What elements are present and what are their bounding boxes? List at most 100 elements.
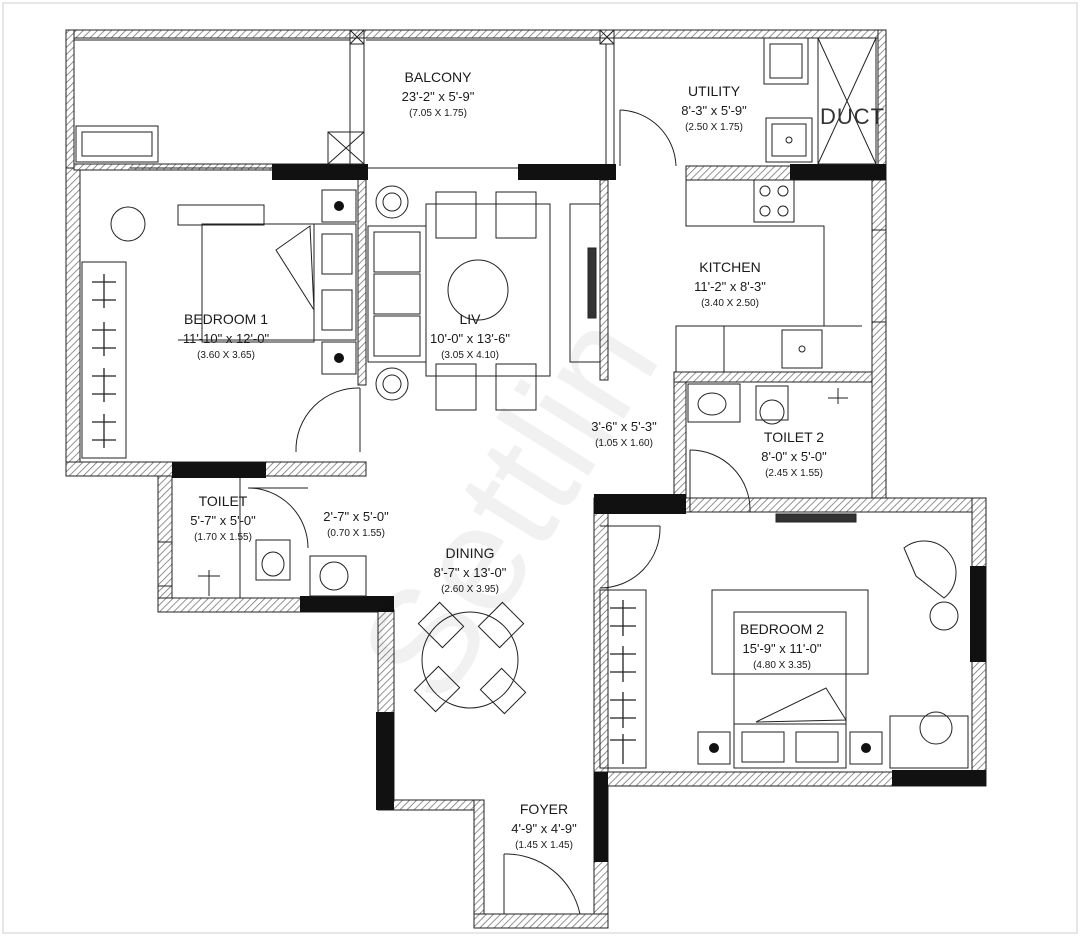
- room-name: BEDROOM 2: [739, 621, 824, 637]
- duct-x2: [817, 37, 877, 165]
- hanger-1: [92, 274, 116, 308]
- room-name: TOILET: [198, 493, 248, 509]
- room-name: UTILITY: [687, 83, 741, 99]
- room-label-toilet: TOILET 5'-7" x 5'-0" (1.70 X 1.55): [178, 494, 268, 543]
- bedroom2-headboard: [711, 589, 869, 675]
- room-label-living: LIV 10'-0" x 13'-6" (3.05 X 4.10): [420, 312, 520, 361]
- bedroom1-pillow-1: [321, 233, 353, 275]
- room-label-utility: UTILITY 8'-3" x 5'-9" (2.50 X 1.75): [664, 84, 764, 133]
- room-label-dining: DINING 8'-7" x 13'-0" (2.60 X 3.95): [420, 546, 520, 595]
- kitchen-sink: [781, 329, 823, 369]
- hanger-6: [610, 646, 636, 682]
- wall-toilet-left: [157, 475, 173, 613]
- bedroom2-fixtures: [599, 513, 969, 769]
- room-dim: 8'-3" x 5'-9": [681, 103, 747, 118]
- sofa-cushion-1: [373, 231, 421, 273]
- coffee-table: [447, 259, 509, 321]
- lamp-4: [861, 743, 871, 753]
- room-label-balcony: BALCONY 23'-2" x 5'-9" (7.05 X 1.75): [388, 70, 488, 119]
- room-name: DINING: [445, 545, 495, 561]
- wall-living-kitchen: [599, 179, 609, 381]
- bedroom1-door-arc: [295, 387, 361, 453]
- room-dim: 2'-7" x 5'-0": [323, 509, 389, 524]
- dining-chair-4: [479, 667, 527, 715]
- bedroom2-nightstand-2: [849, 731, 883, 765]
- hanger-5: [610, 600, 636, 636]
- dining-chair-2: [477, 601, 525, 649]
- room-label-bedroom2: BEDROOM 2 15'-9" x 11'-0" (4.80 X 3.35): [732, 622, 832, 671]
- toilet2-shower: [828, 388, 848, 404]
- side-table-2-inner: [382, 374, 402, 394]
- balcony-planter: [75, 125, 159, 163]
- armchair-1: [435, 191, 477, 239]
- room-name: TOILET 2: [763, 429, 825, 445]
- burner-3: [759, 205, 771, 217]
- room-label-wash: 2'-7" x 5'-0" (0.70 X 1.55): [308, 510, 404, 539]
- lamp-1: [334, 201, 344, 211]
- room-dim: 3'-6" x 5'-3": [591, 419, 657, 434]
- room-metric: (3.60 X 3.65): [197, 350, 255, 361]
- room-metric: (3.05 X 4.10): [441, 350, 499, 361]
- balcony-column-3-x2: [327, 131, 365, 165]
- toilet2-basin: [687, 383, 741, 423]
- washing-machine: [763, 37, 809, 85]
- bedroom2-footboard: [733, 723, 847, 769]
- side-table-2: [375, 367, 409, 401]
- toilet-wc: [255, 539, 291, 581]
- toilet-door-arc: [247, 487, 309, 549]
- wall-balcony-left: [65, 29, 75, 171]
- wall-balcony-top: [65, 29, 887, 39]
- room-dim: 8'-0" x 5'-0": [761, 449, 827, 464]
- solid-wall-3: [172, 462, 266, 478]
- kitchen-sink-drain: [798, 345, 806, 353]
- washing-machine-inner: [769, 43, 803, 79]
- bedroom2-pillow-1: [741, 731, 785, 763]
- armchair-2: [495, 191, 537, 239]
- toilet-wc-bowl: [261, 551, 285, 577]
- bedroom2-door-arc: [599, 525, 661, 589]
- room-dim: 23'-2" x 5'-9": [401, 89, 475, 104]
- room-dim: 8'-7" x 13'-0": [433, 565, 507, 580]
- kitchen-hob: [753, 179, 795, 223]
- armchair-4: [495, 363, 537, 411]
- duct-box: [817, 37, 877, 165]
- bedroom2-lamps: [709, 743, 871, 753]
- wall-kitchen-right: [871, 179, 887, 501]
- wall-bedroom1-left: [65, 167, 81, 477]
- room-label-bedroom1: BEDROOM 1 11'-10" x 12'-0" (3.60 X 3.65): [176, 312, 276, 361]
- solid-wall-9: [970, 566, 986, 662]
- kitchen-fixtures: [675, 179, 887, 373]
- bedroom1-lamps: [334, 201, 344, 363]
- room-dim: 11'-2" x 8'-3": [694, 279, 766, 294]
- bedroom2-nightstand-1: [697, 731, 731, 765]
- utility-sink-inner: [771, 123, 807, 157]
- solid-wall-7: [594, 772, 608, 862]
- solid-wall-5: [376, 712, 394, 810]
- solid-wall-2: [518, 164, 616, 180]
- hanger-8: [610, 734, 636, 764]
- room-metric: (2.45 X 1.55): [765, 468, 823, 479]
- main-door-arc: [503, 853, 581, 915]
- bedroom1-side-panel: [313, 223, 357, 341]
- room-metric: (2.50 X 1.75): [685, 122, 743, 133]
- toilet2-wc-bowl: [759, 399, 785, 425]
- living-fixtures: [367, 185, 601, 411]
- dining-chair-3: [413, 665, 461, 713]
- bedroom1-bed-fold: [275, 225, 315, 312]
- balcony-fixtures: [74, 29, 877, 169]
- toilet2-basin-bowl: [697, 392, 727, 416]
- room-name: BEDROOM 1: [183, 311, 268, 327]
- solid-wall-10: [790, 164, 886, 180]
- bedroom2-desk-chair: [919, 711, 953, 745]
- toilet-shower: [198, 570, 220, 596]
- kitchen-window: [871, 229, 887, 323]
- lamp-2: [334, 353, 344, 363]
- solid-wall-8: [892, 770, 986, 786]
- balcony-column-2: [599, 29, 615, 45]
- room-label-kitchen: KITCHEN 11'-2" x 8'-3" (3.40 X 2.50): [680, 260, 780, 309]
- fridge: [675, 325, 725, 373]
- wall-bedroom1-living: [357, 169, 367, 386]
- wall-toilet2-top: [673, 371, 873, 383]
- balcony-column-1-x2: [349, 29, 365, 45]
- room-metric: (7.05 X 1.75): [409, 108, 467, 119]
